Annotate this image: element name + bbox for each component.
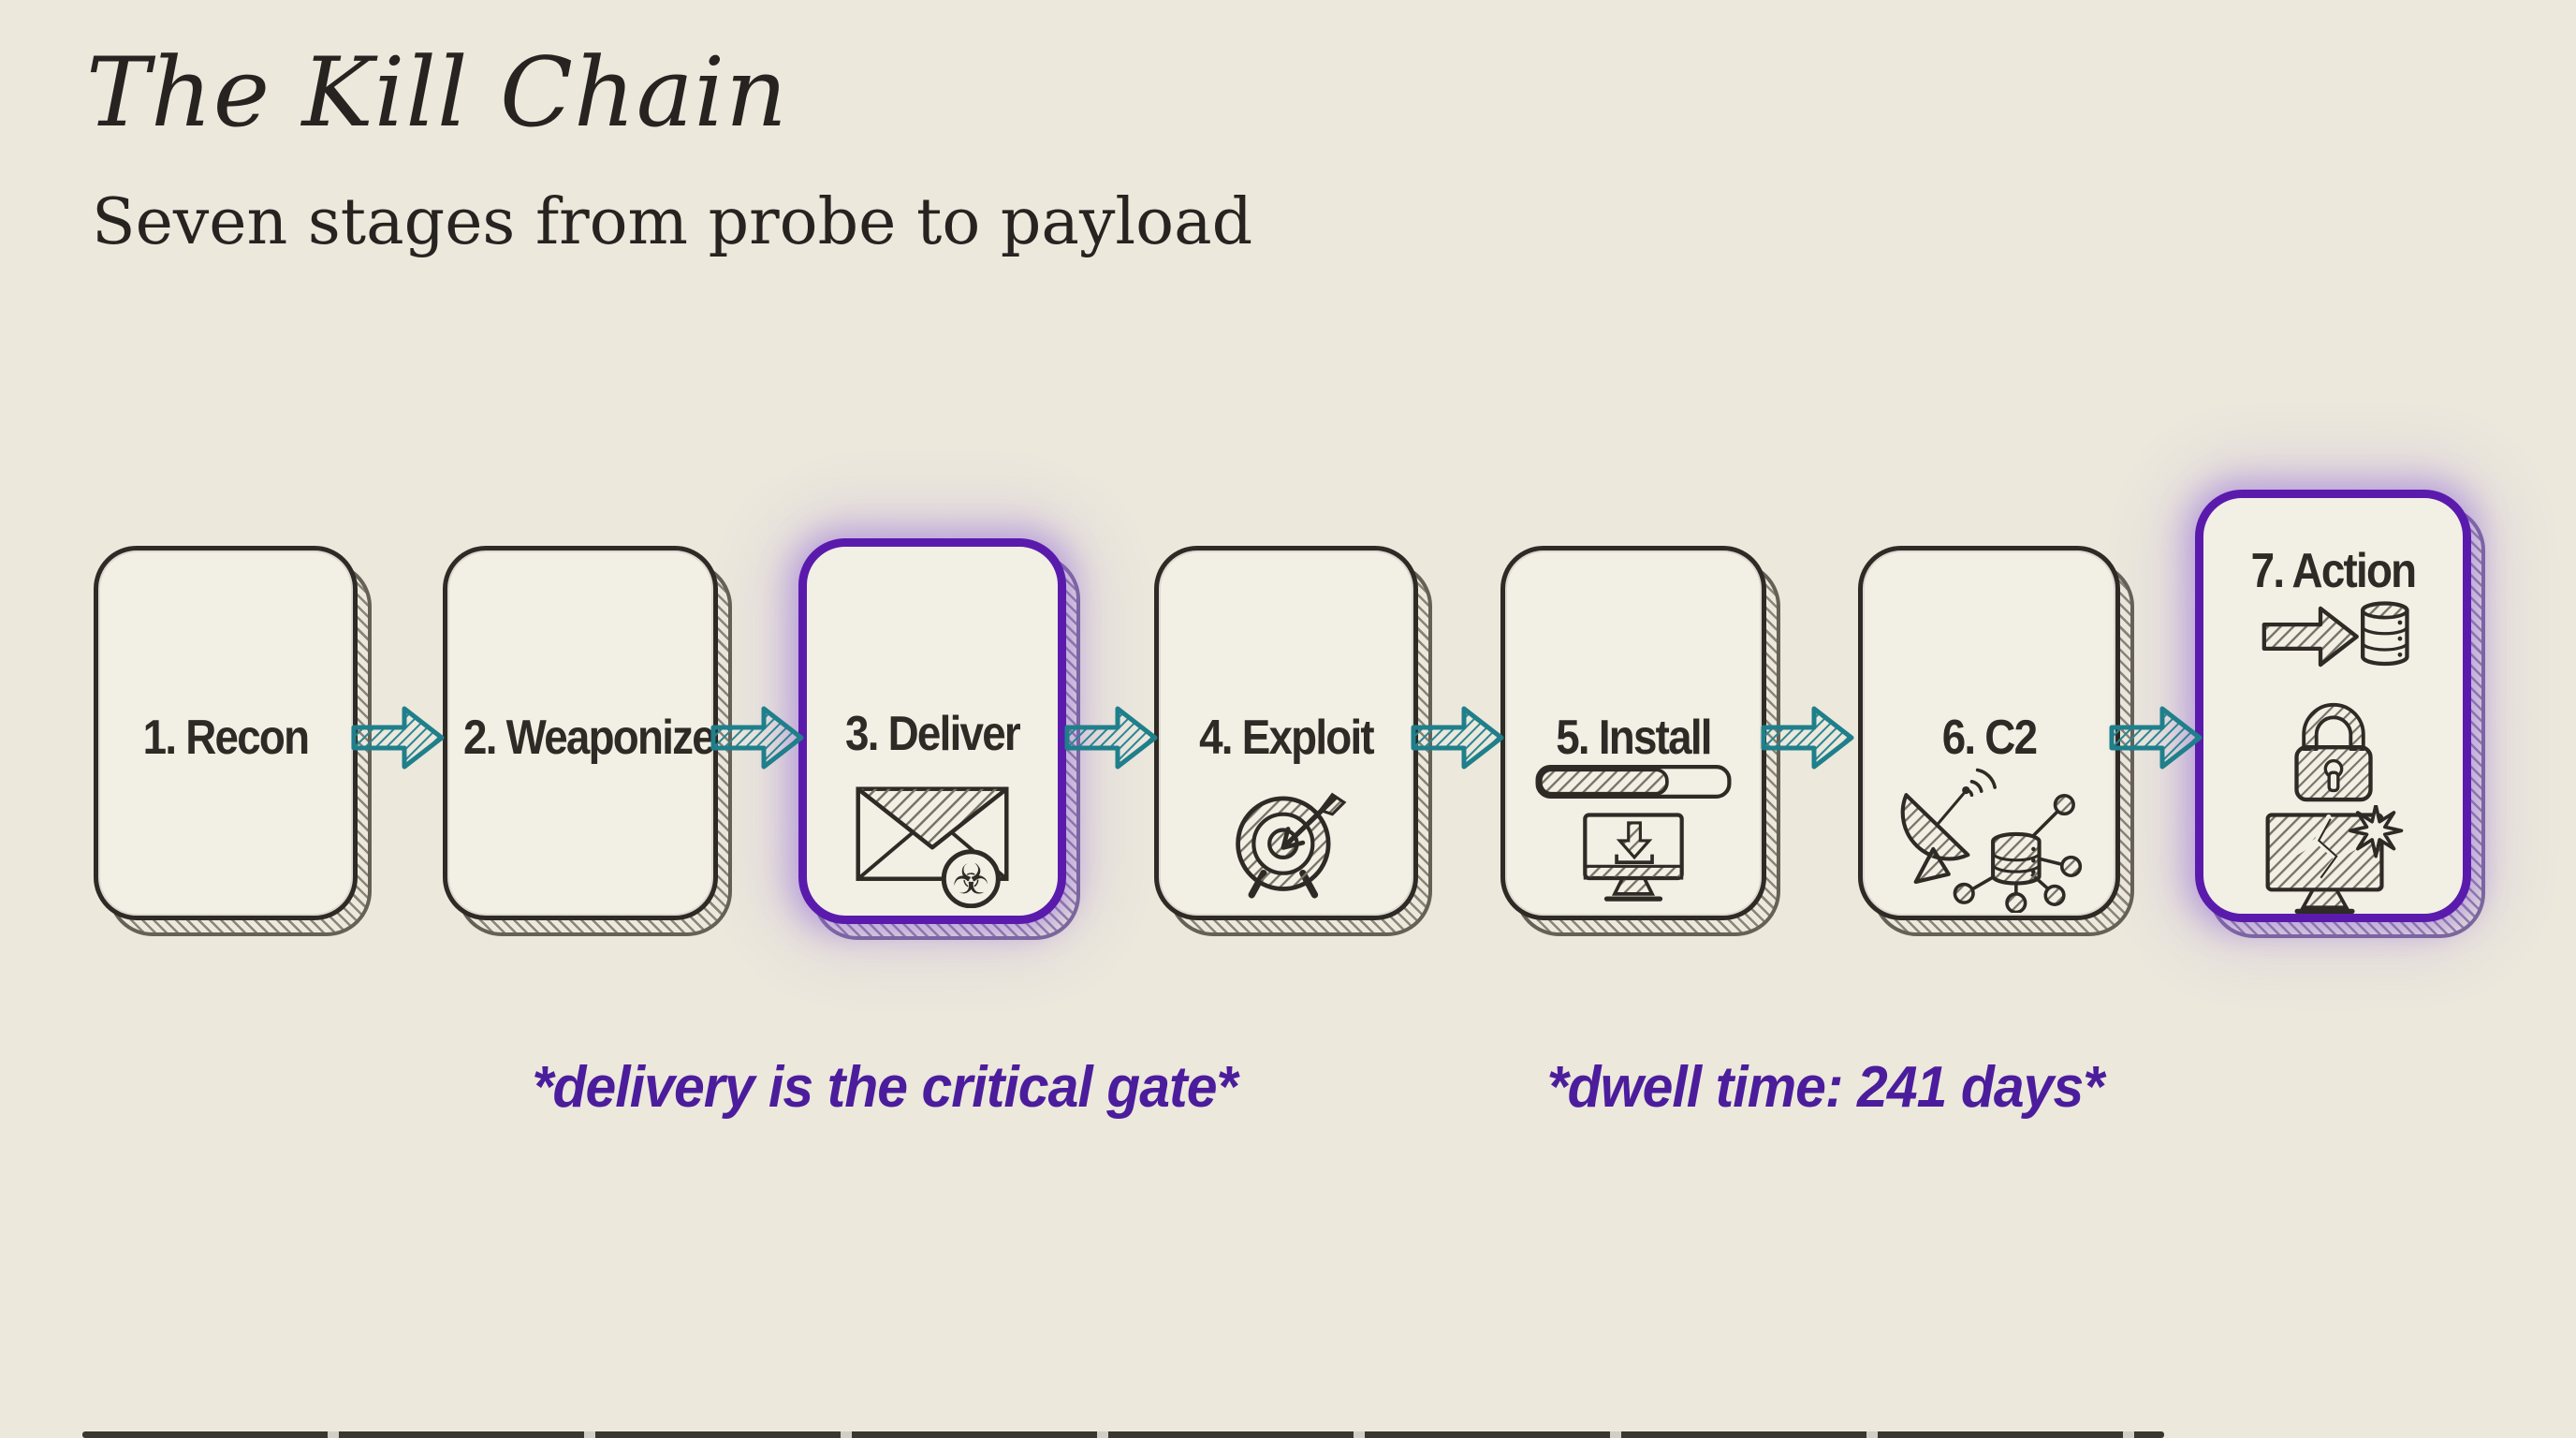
stage-label: 6. C2 bbox=[1941, 711, 2038, 765]
flow-arrow-icon bbox=[351, 706, 445, 770]
network-hub-icon bbox=[1953, 793, 2083, 913]
svg-text:☣: ☣ bbox=[952, 855, 989, 903]
stage-card-c2: 6. C2 bbox=[1858, 546, 2134, 936]
download-monitor-icon bbox=[1583, 813, 1684, 902]
burst-star-icon bbox=[2348, 805, 2403, 858]
annotation-delivery-gate: *delivery is the critical gate* bbox=[532, 1055, 1238, 1120]
card-body: 4. Exploit bbox=[1154, 546, 1418, 920]
broken-monitor-icon bbox=[2265, 805, 2403, 915]
stage-label: 7. Action bbox=[2250, 544, 2417, 598]
card-body: 6. C2 bbox=[1858, 546, 2120, 920]
page-subtitle: Seven stages from probe to payload bbox=[92, 185, 1253, 259]
stage-label: 3. Deliver bbox=[845, 707, 1021, 761]
satellite-dish-icon bbox=[1900, 768, 1997, 884]
card-body: 7. Action bbox=[2195, 490, 2471, 922]
stage-label: 4. Exploit bbox=[1199, 711, 1375, 765]
stage-card-weaponize: 2. Weaponize bbox=[443, 546, 732, 936]
malicious-email-icon: ☣ bbox=[856, 786, 1009, 908]
flow-arrow-icon bbox=[710, 706, 804, 770]
stage-label: 1. Recon bbox=[142, 711, 310, 765]
biohazard-icon: ☣ bbox=[941, 849, 1001, 908]
bottom-sketch-line bbox=[82, 1431, 2164, 1438]
stage-card-recon: 1. Recon bbox=[94, 546, 372, 936]
page-title: The Kill Chain bbox=[86, 37, 788, 149]
flow-arrow-icon bbox=[1411, 706, 1504, 770]
flow-arrow-icon bbox=[1064, 706, 1158, 770]
card-body: 2. Weaponize bbox=[443, 546, 718, 920]
stage-card-action: 7. Action bbox=[2195, 490, 2485, 938]
stage-card-install: 5. Install bbox=[1500, 546, 1780, 936]
padlock-icon bbox=[2293, 702, 2373, 802]
progress-bar bbox=[1535, 765, 1732, 799]
stage-label: 5. Install bbox=[1556, 711, 1712, 765]
target-arrow-icon bbox=[1236, 792, 1347, 899]
card-body: 3. Deliver ☣ bbox=[798, 538, 1066, 924]
data-exfiltration-icon bbox=[2261, 601, 2409, 668]
stage-card-deliver: 3. Deliver ☣ bbox=[798, 538, 1080, 940]
card-body: 1. Recon bbox=[94, 546, 358, 920]
flow-arrow-icon bbox=[1761, 706, 1854, 770]
card-body: 5. Install bbox=[1500, 546, 1766, 920]
flow-arrow-icon bbox=[2109, 706, 2203, 770]
stage-label: 2. Weaponize bbox=[463, 711, 716, 765]
stage-card-exploit: 4. Exploit bbox=[1154, 546, 1432, 936]
annotation-dwell-time: *dwell time: 241 days* bbox=[1546, 1055, 2105, 1120]
c2-network-icon bbox=[1900, 768, 2083, 913]
